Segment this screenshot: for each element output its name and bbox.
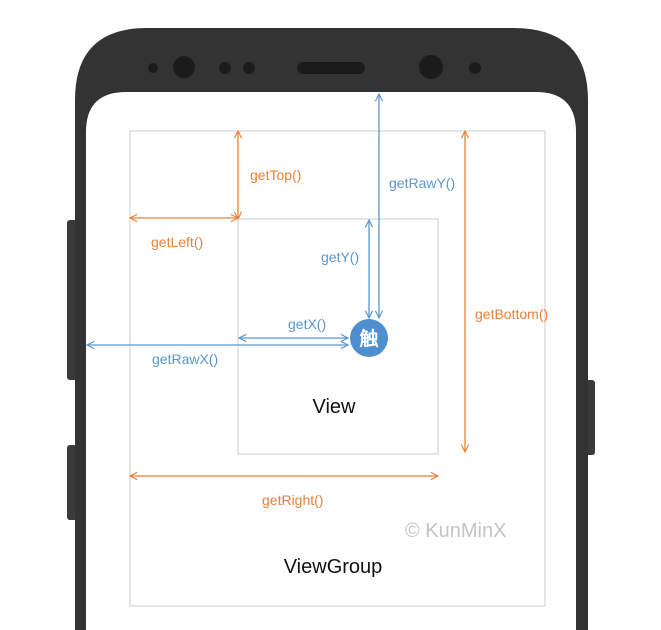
sensor-dot-3 [243,62,255,74]
get-right-label: getRight() [262,492,323,508]
get-bottom-label: getBottom() [475,306,548,322]
get-left-label: getLeft() [151,234,203,250]
speaker-grille [297,62,365,74]
get-raw-y-label: getRawY() [389,175,455,191]
get-y-label: getY() [321,249,359,265]
touch-point-label: 触 [359,327,378,350]
view-group-box [129,130,546,607]
view-group-label: ViewGroup [284,556,383,578]
get-raw-x-label: getRawX() [152,351,218,367]
sensor-dot-4 [469,62,481,74]
sensor-dot-1 [148,63,158,73]
touch-point-circle [350,319,388,357]
front-camera-left [173,56,195,78]
front-camera-right [419,55,443,79]
sensor-dot-2 [219,62,231,74]
view-box [237,218,439,455]
view-label: View [313,396,357,418]
phone-side-button-left-top [67,220,77,380]
get-x-label: getX() [288,316,326,332]
phone-screen [86,92,576,630]
get-top-label: getTop() [250,167,301,183]
watermark: © KunMinX [405,520,506,542]
phone-side-button-left-bottom [67,445,77,520]
phone-frame [67,28,595,630]
